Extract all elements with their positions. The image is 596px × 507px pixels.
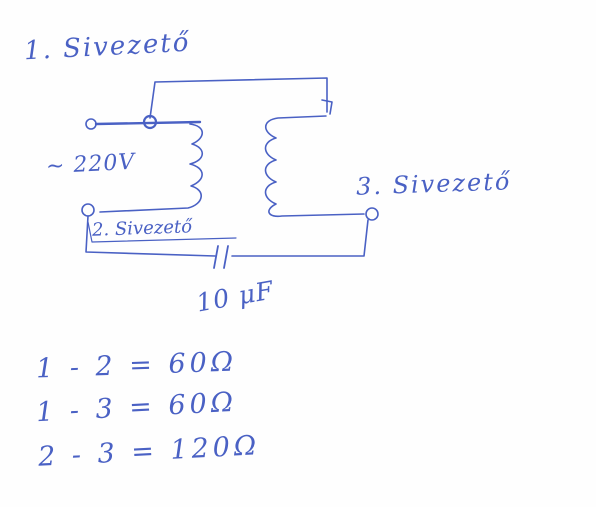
- terminal-3-label: 3. Sivezető: [355, 167, 512, 201]
- switch-pivot: [142, 114, 158, 130]
- capacitor-plate-right: [223, 245, 229, 269]
- top-wire-end-tick: [321, 99, 333, 115]
- right-winding: [264, 115, 365, 218]
- bottom-left-wire: [85, 215, 216, 257]
- supply-voltage-label: ~ 220V: [45, 149, 136, 180]
- terminal-2-bracket: [87, 221, 237, 243]
- left-winding: [99, 123, 204, 213]
- terminal-circle-right: [365, 207, 379, 221]
- bottom-right-wire: [231, 219, 369, 257]
- capacitor-plate-left: [213, 245, 219, 269]
- terminal-circle-top-left: [85, 118, 97, 130]
- switch-lever: [94, 120, 202, 126]
- top-wire: [149, 77, 328, 119]
- terminal-circle-bottom-left: [81, 203, 95, 217]
- terminal-2-label: 2. Sivezető: [91, 216, 193, 241]
